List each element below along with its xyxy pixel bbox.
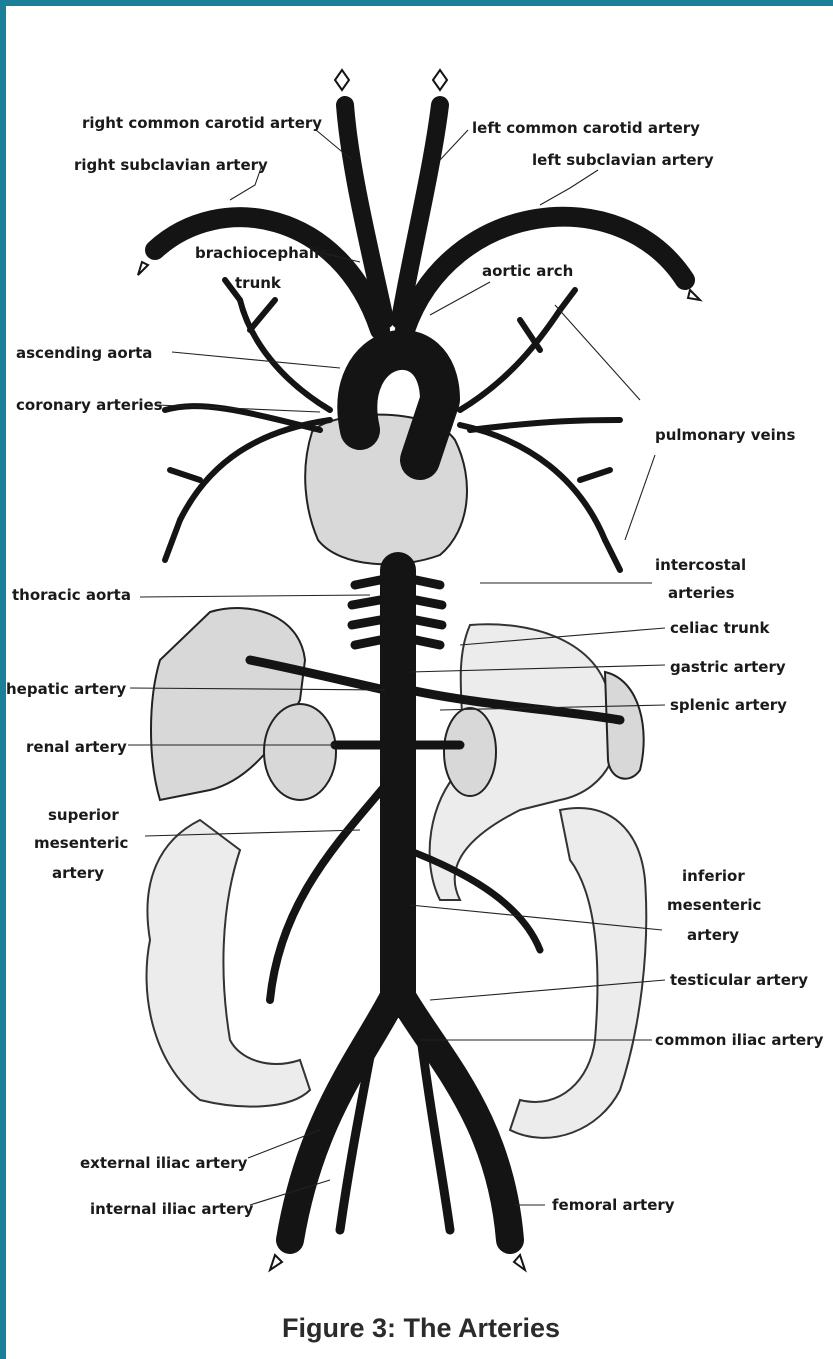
label-superior-mesenteric-artery: artery <box>52 864 104 882</box>
label-gastric-artery: gastric artery <box>670 658 786 676</box>
label-external-iliac-artery: external iliac artery <box>80 1154 248 1172</box>
label-brachiocephalic-trunk: trunk <box>235 274 282 292</box>
label-coronary-arteries: coronary arteries <box>16 396 163 414</box>
label-renal-artery: renal artery <box>26 738 127 756</box>
large-intestine-right <box>510 808 646 1138</box>
kidney-right <box>264 704 336 800</box>
label-celiac-trunk: celiac trunk <box>670 619 771 637</box>
label-pulmonary-veins: pulmonary veins <box>655 426 795 444</box>
label-femoral-artery: femoral artery <box>552 1196 675 1214</box>
label-inferior-mesenteric-artery: artery <box>687 926 739 944</box>
label-left-common-carotid: left common carotid artery <box>472 119 700 137</box>
figure-caption: Figure 3: The Arteries <box>282 1313 560 1343</box>
kidney-left <box>444 708 496 796</box>
label-hepatic-artery: hepatic artery <box>6 680 126 698</box>
label-right-subclavian: right subclavian artery <box>74 156 268 174</box>
label-common-iliac-artery: common iliac artery <box>655 1031 824 1049</box>
label-left-subclavian: left subclavian artery <box>532 151 714 169</box>
label-intercostal-arteries: arteries <box>668 584 735 602</box>
inf-mesenteric-vessel <box>408 850 540 950</box>
label-inferior: inferior <box>682 867 745 885</box>
label-ascending-aorta: ascending aorta <box>16 344 152 362</box>
label-thoracic-aorta: thoracic aorta <box>12 586 131 604</box>
label-superior: superior <box>48 806 119 824</box>
label-internal-iliac-artery: internal iliac artery <box>90 1200 254 1218</box>
label-splenic-artery: splenic artery <box>670 696 787 714</box>
large-intestine-left <box>147 820 310 1107</box>
label-brachiocephalic: brachiocephalic <box>195 244 328 262</box>
label-superior-mesenteric: mesenteric <box>34 834 128 852</box>
spleen <box>605 672 644 779</box>
label-right-common-carotid: right common carotid artery <box>82 114 322 132</box>
sup-mesenteric-vessel <box>270 780 390 1000</box>
label-aortic-arch: aortic arch <box>482 262 573 280</box>
label-intercostal: intercostal <box>655 556 746 574</box>
label-testicular-artery: testicular artery <box>670 971 808 989</box>
label-inferior-mesenteric: mesenteric <box>667 896 761 914</box>
